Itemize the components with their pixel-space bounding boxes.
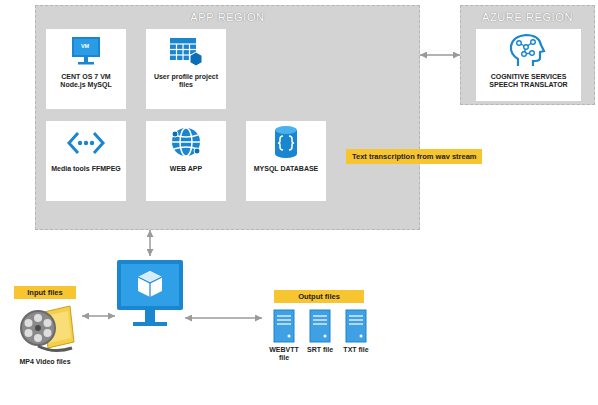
node-label: SRT file: [304, 346, 336, 354]
node-label: COGNITIVE SERVICES SPEECH TRANSLATOR: [479, 73, 578, 90]
web-app-icon: [166, 125, 206, 161]
node-label: MYSQL DATABASE: [249, 165, 323, 173]
node-label: WEB APP: [149, 165, 223, 173]
file-icon: [304, 308, 336, 344]
service-tile: COGNITIVE SERVICES SPEECH TRANSLATOR: [476, 29, 581, 101]
service-tile: User profile project files: [146, 29, 226, 109]
computer-icon: [115, 256, 185, 344]
double-arrow: [420, 54, 460, 56]
service-tile: CENT OS 7 VM Node.js MySQL: [46, 29, 126, 109]
node-label: WEBVTT file: [268, 346, 300, 363]
region-title: APP REGION: [36, 11, 419, 24]
file-icon: [340, 308, 372, 344]
node-label: MP4 Video files: [8, 358, 82, 366]
output-files: Output files WEBVTT file SRT file TXT fi…: [262, 288, 376, 378]
output-file: WEBVTT file: [268, 308, 300, 370]
vm-icon: [66, 35, 106, 69]
input-files: Input filesMP4 Video files: [8, 284, 82, 374]
output-file: TXT file: [340, 308, 372, 370]
output-file: SRT file: [304, 308, 336, 370]
file-icon: [268, 308, 300, 344]
video-reel-icon: [14, 302, 76, 356]
region-panel: APP REGION CENT OS 7 VM Node.js MySQL Us…: [35, 5, 420, 230]
region-panel: AZURE REGION COGNITIVE SERVICES SPEECH T…: [460, 5, 595, 105]
client-computer: [115, 256, 185, 348]
node-label: CENT OS 7 VM Node.js MySQL: [49, 73, 123, 90]
cognitive-services-icon: [506, 32, 550, 70]
node-label: Input files: [14, 286, 76, 299]
node-label: TXT file: [340, 346, 372, 354]
icon-label: VM: [71, 43, 99, 49]
node-label: Media tools FFMPEG: [49, 165, 123, 173]
double-arrow: [185, 317, 262, 319]
node-label: User profile project files: [149, 73, 223, 90]
media-tools-icon: [66, 127, 106, 161]
database-icon: [266, 124, 306, 162]
service-tile: MYSQL DATABASE: [246, 121, 326, 201]
note-label: Text transcription from wav stream: [346, 149, 482, 164]
region-title: AZURE REGION: [461, 11, 594, 24]
service-tile: Media tools FFMPEG: [46, 121, 126, 201]
service-tile: WEB APP: [146, 121, 226, 201]
double-arrow: [149, 230, 151, 256]
double-arrow: [82, 315, 115, 317]
storage-icon: [166, 34, 206, 70]
node-label: Output files: [274, 290, 364, 303]
